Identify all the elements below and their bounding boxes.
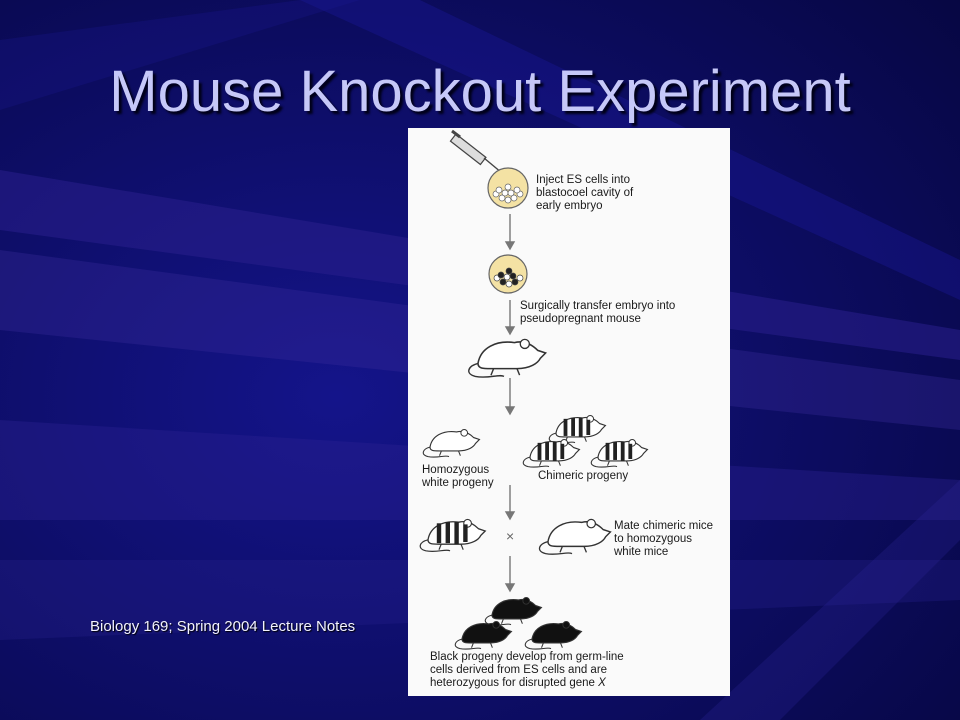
slide-title: Mouse Knockout Experiment <box>109 59 851 124</box>
gene-name: X <box>598 677 606 689</box>
chimeric-progeny-mice-icon <box>522 414 648 468</box>
embryo-icon <box>487 167 529 209</box>
chimeric-label: Chimeric progeny <box>538 470 629 482</box>
step-arrows <box>504 214 516 593</box>
syringe-icon <box>449 129 503 174</box>
white-progeny-mouse-icon <box>422 428 480 458</box>
diagram-graphics <box>419 129 648 650</box>
white-mouse-icon <box>538 518 612 556</box>
pseudopregnant-mouse-icon <box>467 338 547 378</box>
black-progeny-mice-icon <box>454 596 582 650</box>
slide-footer: Biology 169; Spring 2004 Lecture Notes <box>90 618 356 635</box>
cross-symbol: × <box>506 528 515 544</box>
chimeric-mouse-icon <box>419 518 486 553</box>
injected-embryo-icon <box>488 254 528 294</box>
